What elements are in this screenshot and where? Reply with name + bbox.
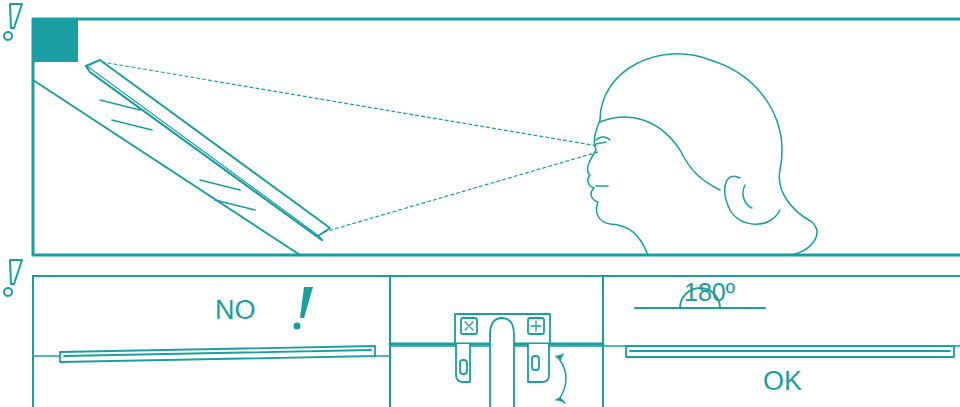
panel-divider [602, 276, 604, 407]
head-profile [588, 54, 817, 255]
panel-frame [33, 275, 960, 277]
warning-icon [4, 4, 22, 40]
sloped-surface [33, 80, 300, 255]
light-bar [86, 60, 330, 240]
angle-label: 180º [684, 280, 735, 305]
corner-mark [33, 19, 78, 62]
warning-mark [294, 287, 314, 330]
panel-frame [33, 19, 960, 255]
panel-frame [32, 276, 34, 407]
warning-icon [4, 260, 22, 296]
panel-divider [389, 276, 391, 407]
tilted-bar [60, 346, 375, 362]
level-bar [626, 346, 954, 357]
sight-line [102, 62, 598, 232]
ok-label: OK [763, 368, 802, 395]
mounting-bracket [390, 314, 603, 407]
rotation-arrow [556, 354, 566, 403]
warning-label: NO [215, 297, 256, 324]
